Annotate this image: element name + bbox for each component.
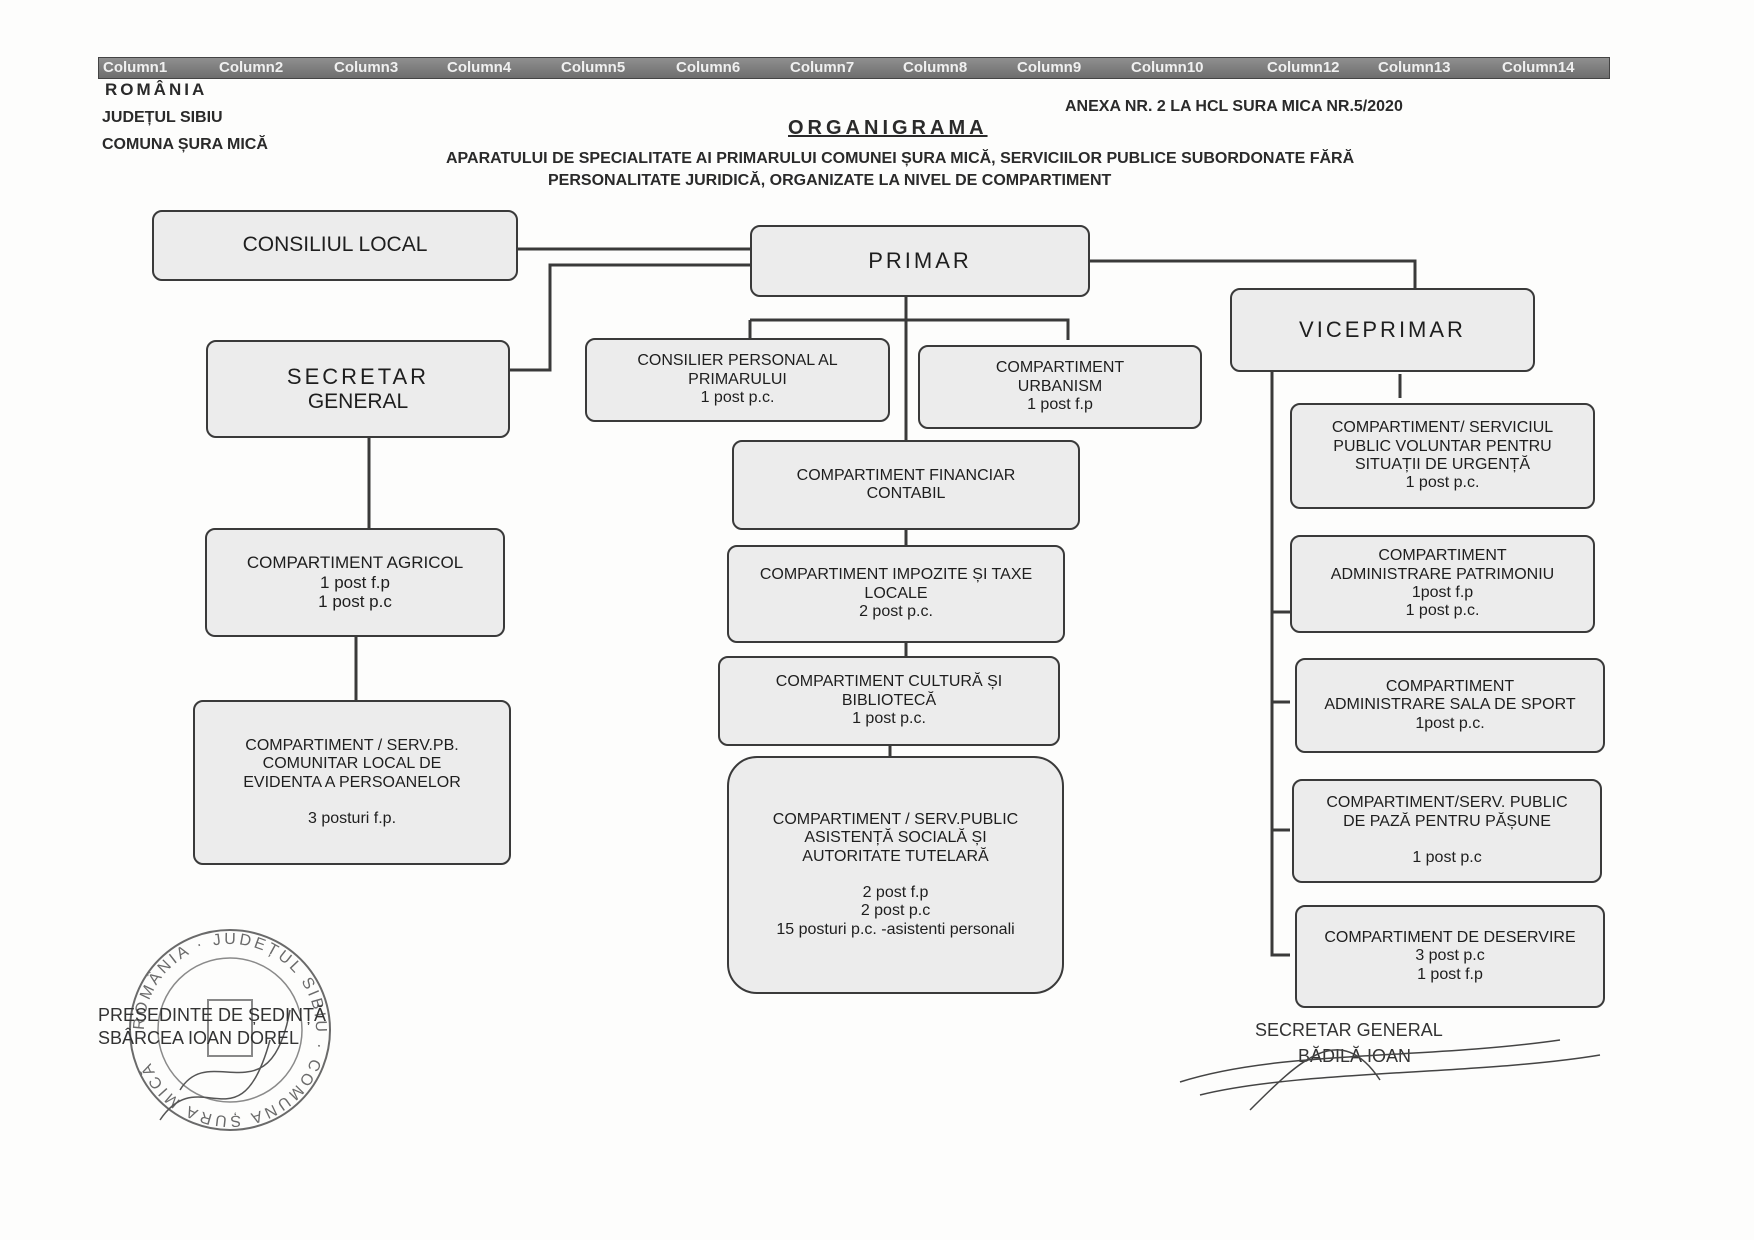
column-label: Column1 bbox=[103, 59, 168, 76]
evidenta-persoanelor-node: COMPARTIMENT / SERV.PB. COMUNITAR LOCAL … bbox=[193, 700, 511, 865]
node-label: AUTORITATE TUTELARĂ bbox=[802, 847, 989, 865]
node-posts: 2 post p.c. bbox=[859, 603, 933, 621]
node-posts: 1post p.c. bbox=[1415, 714, 1485, 732]
node-label: COMUNITAR LOCAL DE bbox=[262, 755, 442, 773]
subtitle-line-1: APARATULUI DE SPECIALITATE AI PRIMARULUI… bbox=[446, 150, 1355, 167]
node-posts: 15 posturi p.c. -asistenti personali bbox=[776, 920, 1015, 938]
node-posts: 1 post p.c. bbox=[1405, 602, 1480, 620]
column-label: Column3 bbox=[334, 59, 399, 76]
official-stamp: ROMÂNIA · JUDEȚUL SIBIU · COMUNA ȘURA MI… bbox=[129, 929, 331, 1131]
node-posts: 1 post p.c. bbox=[700, 389, 775, 407]
agricol-node: COMPARTIMENT AGRICOL 1 post f.p 1 post p… bbox=[205, 528, 505, 637]
node-label: COMPARTIMENT/ SERVICIUL bbox=[1331, 419, 1554, 437]
node-posts: 1 post p.c. bbox=[1405, 474, 1480, 492]
country-label: ROMÂNIA bbox=[105, 80, 208, 99]
node-label: COMPARTIMENT bbox=[1385, 677, 1515, 695]
annex-label: ANEXA NR. 2 LA HCL SURA MICA NR.5/2020 bbox=[1065, 98, 1403, 115]
node-posts: 1 post p.c bbox=[1412, 849, 1482, 867]
consilier-personal-node: CONSILIER PERSONAL AL PRIMARULUI 1 post … bbox=[585, 338, 890, 422]
node-label: CONSILIUL LOCAL bbox=[242, 233, 428, 257]
column-label: Column13 bbox=[1378, 59, 1451, 76]
page-title: ORGANIGRAMA bbox=[788, 117, 988, 139]
column-label: Column12 bbox=[1267, 59, 1340, 76]
node-label: COMPARTIMENT AGRICOL bbox=[246, 553, 464, 573]
node-posts: 1 post f.p bbox=[320, 572, 390, 592]
node-posts: 1 post p.c. bbox=[852, 710, 926, 728]
asistenta-sociala-node: COMPARTIMENT / SERV.PUBLIC ASISTENȚĂ SOC… bbox=[727, 756, 1064, 994]
commune-label: COMUNA ȘURA MICĂ bbox=[102, 136, 268, 153]
node-label: ADMINISTRARE PATRIMONIU bbox=[1330, 565, 1555, 583]
node-label: SITUAȚII DE URGENȚĂ bbox=[1354, 456, 1531, 473]
financiar-contabil-node: COMPARTIMENT FINANCIAR CONTABIL bbox=[732, 440, 1080, 530]
presedinte-name: SBÂRCEA IOAN DOREL bbox=[98, 1028, 300, 1048]
node-label: COMPARTIMENT IMPOZITE ȘI TAXE bbox=[759, 566, 1033, 584]
node-label: ADMINISTRARE SALA DE SPORT bbox=[1324, 696, 1576, 714]
viceprimar-node: VICEPRIMAR bbox=[1230, 288, 1535, 372]
node-label: PRIMAR bbox=[868, 248, 972, 274]
node-posts: 3 posturi f.p. bbox=[307, 809, 397, 827]
node-label: COMPARTIMENT / SERV.PB. bbox=[245, 736, 459, 754]
secretar-signature-title: SECRETAR GENERAL bbox=[1255, 1020, 1443, 1040]
primar-node: PRIMAR bbox=[750, 225, 1090, 297]
node-label: CONTABIL bbox=[866, 485, 946, 502]
paza-pasune-node: COMPARTIMENT/SERV. PUBLIC DE PAZĂ PENTRU… bbox=[1292, 779, 1602, 883]
column-label: Column5 bbox=[561, 59, 626, 76]
node-label: EVIDENTA A PERSOANELOR bbox=[243, 773, 461, 791]
deservire-node: COMPARTIMENT DE DESERVIRE 3 post p.c 1 p… bbox=[1295, 905, 1605, 1008]
column-label: Column8 bbox=[903, 59, 968, 76]
administrare-patrimoniu-node: COMPARTIMENT ADMINISTRARE PATRIMONIU 1po… bbox=[1290, 535, 1595, 633]
cultura-biblioteca-node: COMPARTIMENT CULTURĂ ȘI BIBLIOTECĂ 1 pos… bbox=[718, 656, 1060, 746]
node-posts: 1 post p.c bbox=[318, 592, 392, 612]
column-label: Column10 bbox=[1131, 59, 1204, 76]
column-label: Column4 bbox=[447, 59, 512, 76]
node-label: CONSILIER PERSONAL AL bbox=[637, 352, 838, 370]
node-label: COMPARTIMENT bbox=[1378, 547, 1507, 565]
situatii-urgenta-node: COMPARTIMENT/ SERVICIUL PUBLIC VOLUNTAR … bbox=[1290, 403, 1595, 509]
node-label: DE PAZĂ PENTRU PĂȘUNE bbox=[1343, 812, 1551, 830]
node-posts: 3 post p.c bbox=[1415, 947, 1485, 965]
node-label: COMPARTIMENT DE DESERVIRE bbox=[1324, 928, 1576, 946]
column-label: Column6 bbox=[676, 59, 741, 76]
node-label: COMPARTIMENT/SERV. PUBLIC bbox=[1326, 794, 1568, 812]
sala-de-sport-node: COMPARTIMENT ADMINISTRARE SALA DE SPORT … bbox=[1295, 658, 1605, 753]
node-label: GENERAL bbox=[307, 389, 409, 413]
column-label: Column14 bbox=[1502, 59, 1575, 76]
node-label: COMPARTIMENT FINANCIAR bbox=[796, 466, 1016, 484]
node-label: ASISTENȚĂ SOCIALĂ ȘI bbox=[804, 829, 987, 847]
node-posts: 2 post p.c bbox=[860, 902, 931, 920]
urbanism-node: COMPARTIMENT URBANISM 1 post f.p bbox=[918, 345, 1202, 429]
node-posts: 1post f.p bbox=[1411, 584, 1474, 601]
node-posts: 1 post f.p bbox=[1027, 396, 1093, 414]
node-posts: 1 post f.p bbox=[1417, 965, 1483, 983]
node-label: SECRETAR bbox=[286, 364, 430, 390]
node-label: VICEPRIMAR bbox=[1299, 317, 1466, 343]
presedinte-title: PRESEDINTE DE ȘEDINȚĂ bbox=[98, 1005, 327, 1025]
node-posts: 2 post f.p bbox=[862, 884, 929, 901]
node-label: PUBLIC VOLUNTAR PENTRU bbox=[1333, 437, 1552, 455]
node-label: COMPARTIMENT CULTURĂ ȘI bbox=[775, 673, 1003, 691]
consiliul-local-node: CONSILIUL LOCAL bbox=[152, 210, 518, 281]
impozite-taxe-node: COMPARTIMENT IMPOZITE ȘI TAXE LOCALE 2 p… bbox=[727, 545, 1065, 643]
node-label: BIBLIOTECĂ bbox=[841, 691, 937, 709]
node-label: PRIMARULUI bbox=[688, 370, 787, 388]
node-label: COMPARTIMENT / SERV.PUBLIC bbox=[772, 810, 1019, 828]
node-label: LOCALE bbox=[864, 584, 928, 602]
column-label: Column9 bbox=[1017, 59, 1082, 76]
secretar-general-node: SECRETAR GENERAL bbox=[206, 340, 510, 438]
column-label: Column7 bbox=[790, 59, 855, 76]
column-label: Column2 bbox=[219, 59, 284, 76]
column-header-bar: Column1 Column2 Column3 Column4 Column5 … bbox=[98, 57, 1610, 79]
node-label: COMPARTIMENT bbox=[995, 359, 1125, 377]
node-label: URBANISM bbox=[1017, 377, 1103, 395]
subtitle-line-2: PERSONALITATE JURIDICĂ, ORGANIZATE LA NI… bbox=[548, 172, 1112, 189]
county-label: JUDEȚUL SIBIU bbox=[102, 109, 223, 126]
